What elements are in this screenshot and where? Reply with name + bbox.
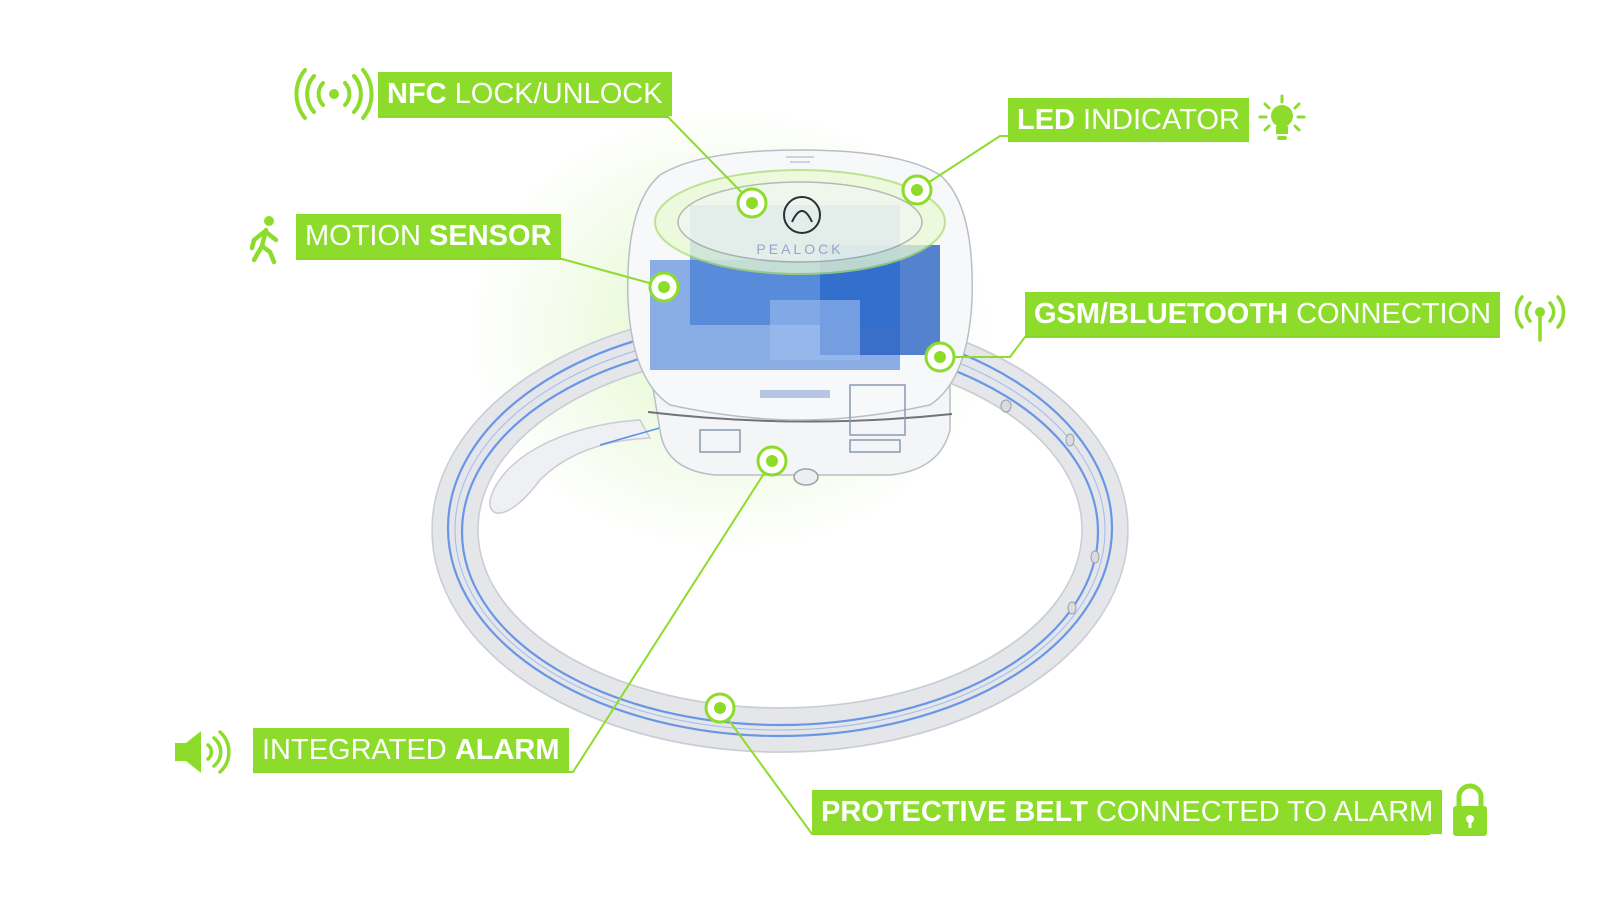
callout-connectors — [253, 116, 1500, 835]
walking-person-icon — [249, 216, 279, 265]
callout-gsm-bluetooth: GSM/BLUETOOTH CONNECTION — [1025, 292, 1501, 336]
callout-alarm-text: INTEGRATED — [262, 734, 455, 766]
callout-integrated-alarm: INTEGRATED ALARM — [253, 728, 569, 772]
callout-nfc-lock-unlock: NFC LOCK/UNLOCK — [378, 72, 672, 116]
callout-belt-bold: PROTECTIVE BELT — [821, 796, 1088, 828]
motion-marker — [648, 271, 680, 303]
alarm-marker — [756, 445, 788, 477]
callout-gsm-text: CONNECTION — [1288, 298, 1492, 330]
callout-markers — [648, 174, 956, 724]
callout-protective-belt: PROTECTIVE BELT CONNECTED TO ALARM — [812, 790, 1443, 834]
callout-belt-text: CONNECTED TO ALARM — [1087, 796, 1434, 828]
gsm-marker — [924, 341, 956, 373]
led-marker — [901, 174, 933, 206]
callout-alarm-bold: ALARM — [454, 734, 560, 766]
belt-marker — [704, 692, 736, 724]
callout-led-text: INDICATOR — [1075, 104, 1240, 136]
brand-mark: PEALOCK — [756, 241, 843, 257]
padlock-icon — [1453, 783, 1487, 836]
callout-motion-sensor: MOTION SENSOR — [296, 214, 561, 258]
speaker-icon — [175, 730, 231, 774]
lightbulb-icon — [1258, 94, 1306, 140]
antenna-icon — [1514, 295, 1566, 342]
nfc-marker — [736, 187, 768, 219]
callout-led-indicator: LED INDICATOR — [1008, 98, 1249, 142]
callout-led-bold: LED — [1017, 104, 1075, 136]
callout-nfc-bold: NFC — [387, 78, 447, 110]
device-body: PEALOCK — [627, 149, 973, 486]
nfc-signal-icon — [294, 68, 374, 120]
callout-motion-text: MOTION — [305, 220, 430, 252]
callout-motion-bold: SENSOR — [429, 220, 552, 252]
callout-nfc-text: LOCK/UNLOCK — [446, 78, 663, 110]
callout-gsm-bold: GSM/BLUETOOTH — [1034, 298, 1289, 330]
